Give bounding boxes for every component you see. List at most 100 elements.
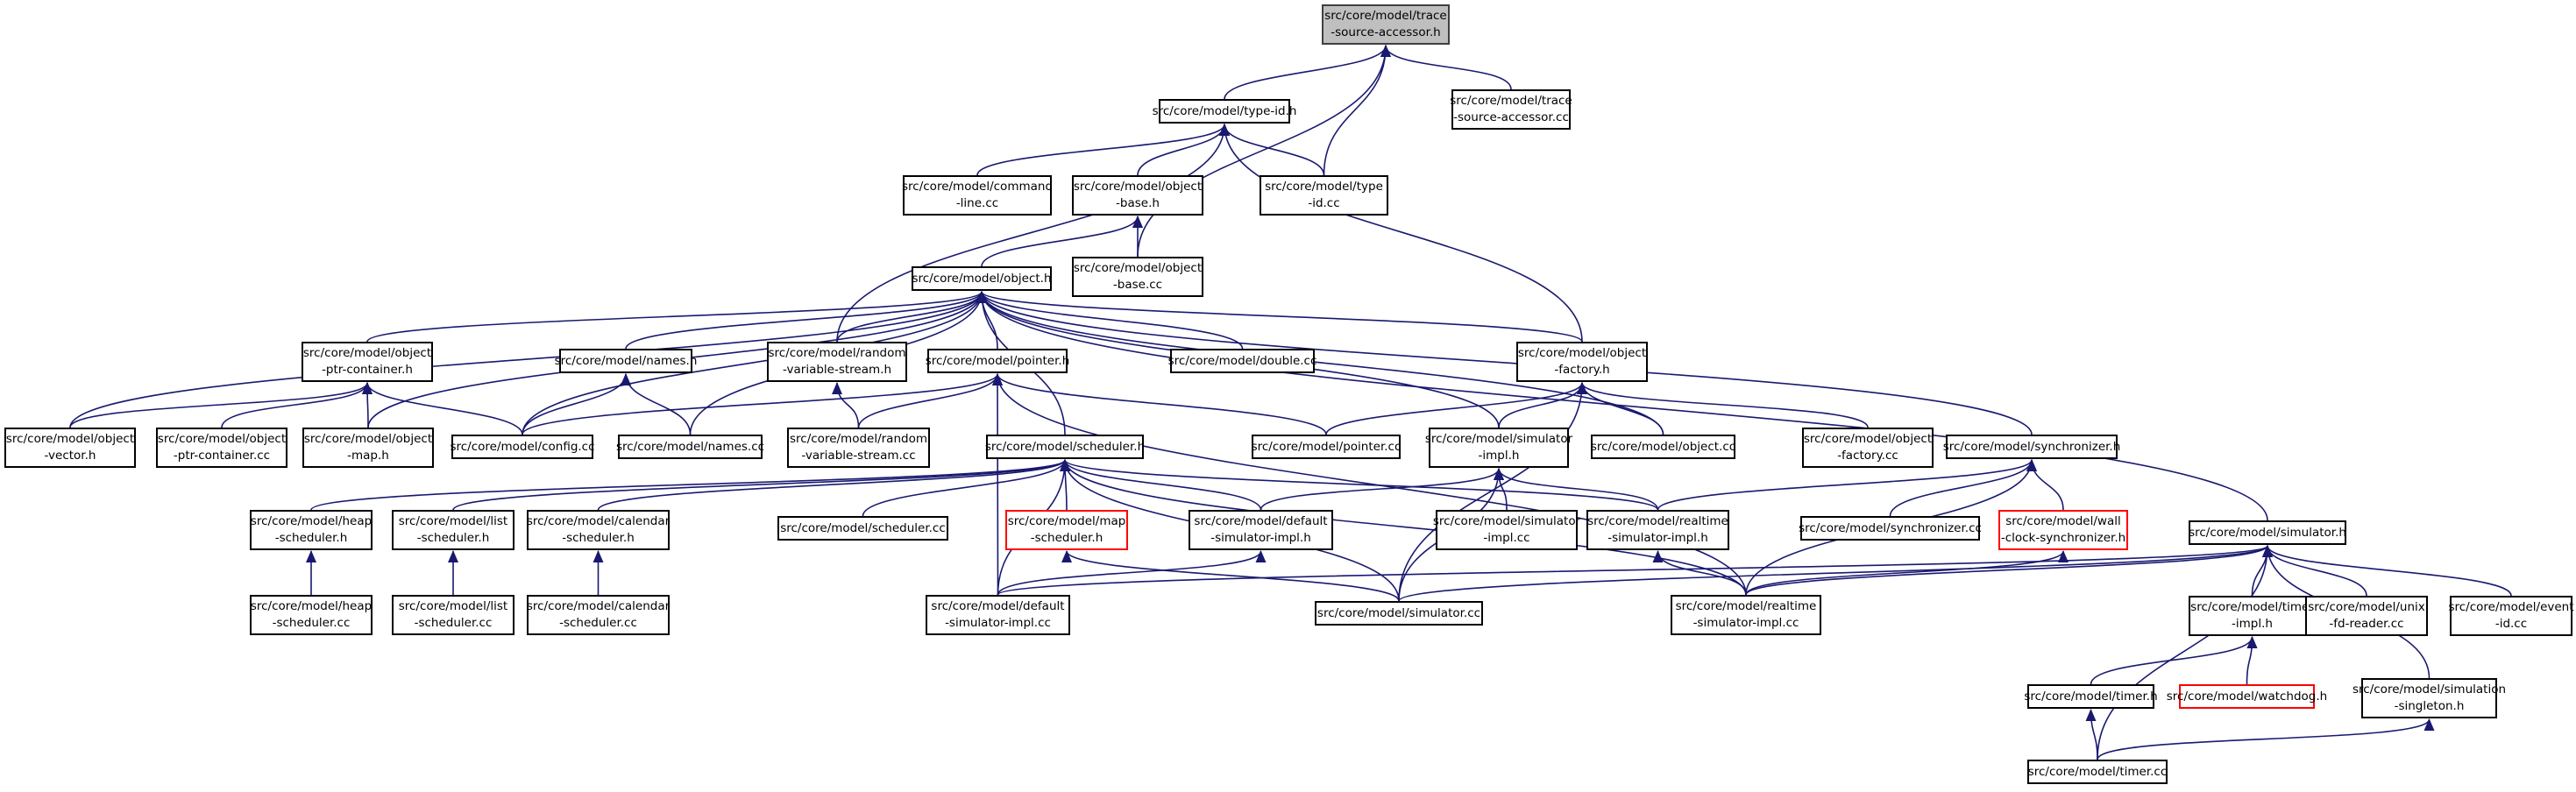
dependency-edge xyxy=(1060,459,1659,511)
dependency-edge xyxy=(1325,382,1587,435)
file-node-label-line: -factory.h xyxy=(1554,363,1610,377)
file-node-timer-h[interactable]: src/core/model/timer.h xyxy=(2024,684,2158,709)
dependency-edge xyxy=(1219,124,1583,343)
dependency-edge xyxy=(1380,45,1512,90)
file-node-rtsim-cc[interactable]: src/core/model/realtime-simulator-impl.c… xyxy=(1671,595,1821,635)
file-node-list-h[interactable]: src/core/model/list-scheduler.h xyxy=(392,510,514,550)
file-node-unixfd-cc[interactable]: src/core/model/unix-fd-reader.cc xyxy=(2305,596,2428,636)
file-node-label-line: src/core/model/object xyxy=(1073,180,1203,194)
dependency-edge xyxy=(992,373,1747,596)
file-node-label-line: -variable-stream.h xyxy=(783,363,891,377)
file-node-simimpl-h[interactable]: src/core/model/simulator-impl.h xyxy=(1425,428,1572,468)
file-node-label-line: -scheduler.h xyxy=(274,531,348,545)
file-node-calendar-cc[interactable]: src/core/model/calendar-scheduler.cc xyxy=(527,595,670,635)
file-node-sync-cc[interactable]: src/core/model/synchronizer.cc xyxy=(1799,516,1982,541)
file-node-scheduler-cc[interactable]: src/core/model/scheduler.cc xyxy=(777,516,948,541)
file-node-scheduler-h[interactable]: src/core/model/scheduler.h xyxy=(984,435,1146,459)
file-node-objvector-h[interactable]: src/core/model/object-vector.h xyxy=(4,428,136,468)
file-node-tsa-h: src/core/model/trace-source-accessor.h xyxy=(1322,4,1450,45)
file-node-label-line: src/core/model/scheduler.h xyxy=(984,439,1146,454)
file-node-map-h[interactable]: src/core/model/map-scheduler.h xyxy=(1005,510,1128,550)
file-node-label-line: src/core/model/object xyxy=(5,432,135,446)
dependency-edge xyxy=(1398,545,2273,602)
file-node-label-line: src/core/model/calendar xyxy=(526,514,671,528)
dependency-edge xyxy=(1137,124,1230,176)
file-node-objbase-h[interactable]: src/core/model/object-base.h xyxy=(1072,175,1203,216)
file-node-wallclock-h[interactable]: src/core/model/wall -clock-synchronizer.h xyxy=(1998,510,2128,550)
file-node-objfactory-h[interactable]: src/core/model/object -factory.h xyxy=(1516,342,1648,382)
file-node-calendar-h[interactable]: src/core/model/calendar-scheduler.h xyxy=(527,510,670,550)
dependency-edge xyxy=(862,459,1070,517)
file-node-objfactory-cc[interactable]: src/core/model/object-factory.cc xyxy=(1802,428,1934,468)
file-node-optr-h[interactable]: src/core/model/object -ptr-container.h xyxy=(302,342,433,382)
dependency-edge xyxy=(976,124,1230,176)
file-node-rvs-h[interactable]: src/core/model/random -variable-stream.h xyxy=(767,342,907,382)
file-node-pointer-h[interactable]: src/core/model/pointer.h xyxy=(926,349,1069,373)
file-node-label-line: -clock-synchronizer.h xyxy=(2000,531,2126,545)
file-node-cmdline-cc[interactable]: src/core/model/command-line.cc xyxy=(902,175,1053,216)
file-node-config-cc[interactable]: src/core/model/config.cc xyxy=(450,435,595,459)
file-node-timer-cc[interactable]: src/core/model/timer.cc xyxy=(2027,760,2168,784)
file-node-label-line: src/core/model/heap xyxy=(250,514,373,528)
file-node-double-cc[interactable]: src/core/model/double.cc xyxy=(1168,349,1316,373)
dependency-edge xyxy=(452,459,1070,511)
file-node-simulator-cc[interactable]: src/core/model/simulator.cc xyxy=(1315,601,1483,626)
file-node-eventid-cc[interactable]: src/core/model/event-id.cc xyxy=(2448,596,2574,636)
file-node-label-line: -factory.cc xyxy=(1837,449,1898,463)
file-node-label-line: src/core/model/synchronizer.cc xyxy=(1799,520,1982,535)
file-node-label-line: src/core/model/object xyxy=(1517,346,1647,360)
file-node-label-line: src/core/model/simulator xyxy=(1432,514,1581,528)
file-node-simulator-h[interactable]: src/core/model/simulator.h xyxy=(2189,520,2346,545)
file-node-label-line: -simulator-impl.cc xyxy=(1692,616,1799,630)
file-node-label-line: src/core/model/random xyxy=(768,346,906,360)
file-node-sync-h[interactable]: src/core/model/synchronizer.h xyxy=(1943,435,2120,459)
file-node-label-line: src/core/model/object xyxy=(302,346,432,360)
file-node-names-cc[interactable]: src/core/model/names.cc xyxy=(616,435,764,459)
file-node-object-h[interactable]: src/core/model/object.h xyxy=(912,266,1052,291)
file-node-simsingleton-h[interactable]: src/core/model/simulation -singleton.h xyxy=(2352,678,2506,718)
file-node-label-line: src/core/model/default xyxy=(931,599,1065,613)
dependency-edge xyxy=(992,373,1004,596)
file-node-list-cc[interactable]: src/core/model/list-scheduler.cc xyxy=(392,595,514,635)
dependency-edge xyxy=(1398,382,1587,602)
dependency-edge xyxy=(2246,636,2258,685)
file-node-simimpl-cc[interactable]: src/core/model/simulator-impl.cc xyxy=(1432,510,1581,550)
dependency-edge xyxy=(2251,545,2273,597)
file-node-heap-h[interactable]: src/core/model/heap -scheduler.h xyxy=(250,510,373,550)
file-node-pointer-cc[interactable]: src/core/model/pointer.cc xyxy=(1252,435,1401,459)
file-node-heap-cc[interactable]: src/core/model/heap-scheduler.cc xyxy=(250,595,373,635)
file-node-label-line: src/core/model/pointer.cc xyxy=(1251,439,1402,454)
file-node-typeid-cc[interactable]: src/core/model/type-id.cc xyxy=(1260,175,1388,216)
file-node-label-line: -singleton.h xyxy=(2394,699,2465,713)
file-node-typeid-h[interactable]: src/core/model/type-id.h xyxy=(1153,99,1296,124)
file-node-tsa-cc[interactable]: src/core/model/trace-source-accessor.cc xyxy=(1450,89,1572,130)
file-node-objmap-h[interactable]: src/core/model/object-map.h xyxy=(302,428,434,468)
dependency-edge xyxy=(522,373,1003,435)
file-node-label-line: src/core/model/simulator.cc xyxy=(1316,605,1481,620)
file-node-rtsim-h[interactable]: src/core/model/realtime-simulator-impl.h xyxy=(1586,510,1729,550)
dependency-edge xyxy=(2085,709,2098,760)
file-node-defsim-h[interactable]: src/core/model/default-simulator-impl.h xyxy=(1189,510,1333,550)
file-node-optr-cc[interactable]: src/core/model/object-ptr-container.cc xyxy=(156,428,287,468)
file-node-label-line: src/core/model/type-id.h xyxy=(1152,103,1297,118)
file-node-defsim-cc[interactable]: src/core/model/default-simulator-impl.cc xyxy=(926,595,1070,635)
file-node-rvs-cc[interactable]: src/core/model/random-variable-stream.cc xyxy=(787,428,930,468)
file-node-timerimpl-h[interactable]: src/core/model/timer-impl.h xyxy=(2189,596,2316,636)
file-node-objbase-cc[interactable]: src/core/model/object-base.cc xyxy=(1072,257,1203,297)
file-node-label-line: -fd-reader.cc xyxy=(2329,617,2404,631)
file-node-label-line: src/core/model/trace xyxy=(1324,9,1447,23)
dependency-edge xyxy=(621,373,692,435)
dependency-edge xyxy=(2097,718,2435,760)
dependency-edge xyxy=(1323,45,1391,176)
file-node-label-line: src/core/model/config.cc xyxy=(450,439,595,454)
file-node-names-h[interactable]: src/core/model/names.h xyxy=(555,349,697,373)
dependency-edge xyxy=(976,291,1244,350)
file-node-object-cc[interactable]: src/core/model/object.cc xyxy=(1591,435,1735,459)
file-node-label-line: -ptr-container.h xyxy=(322,363,413,377)
dependency-edge xyxy=(981,216,1143,267)
file-node-label-line: src/core/model/simulation xyxy=(2352,682,2507,697)
file-node-watchdog-h[interactable]: src/core/model/watchdog.h xyxy=(2167,684,2327,709)
file-node-label-line: src/core/model/wall xyxy=(2005,514,2121,528)
dependency-edge xyxy=(69,291,987,428)
dependency-edge xyxy=(310,459,1070,511)
